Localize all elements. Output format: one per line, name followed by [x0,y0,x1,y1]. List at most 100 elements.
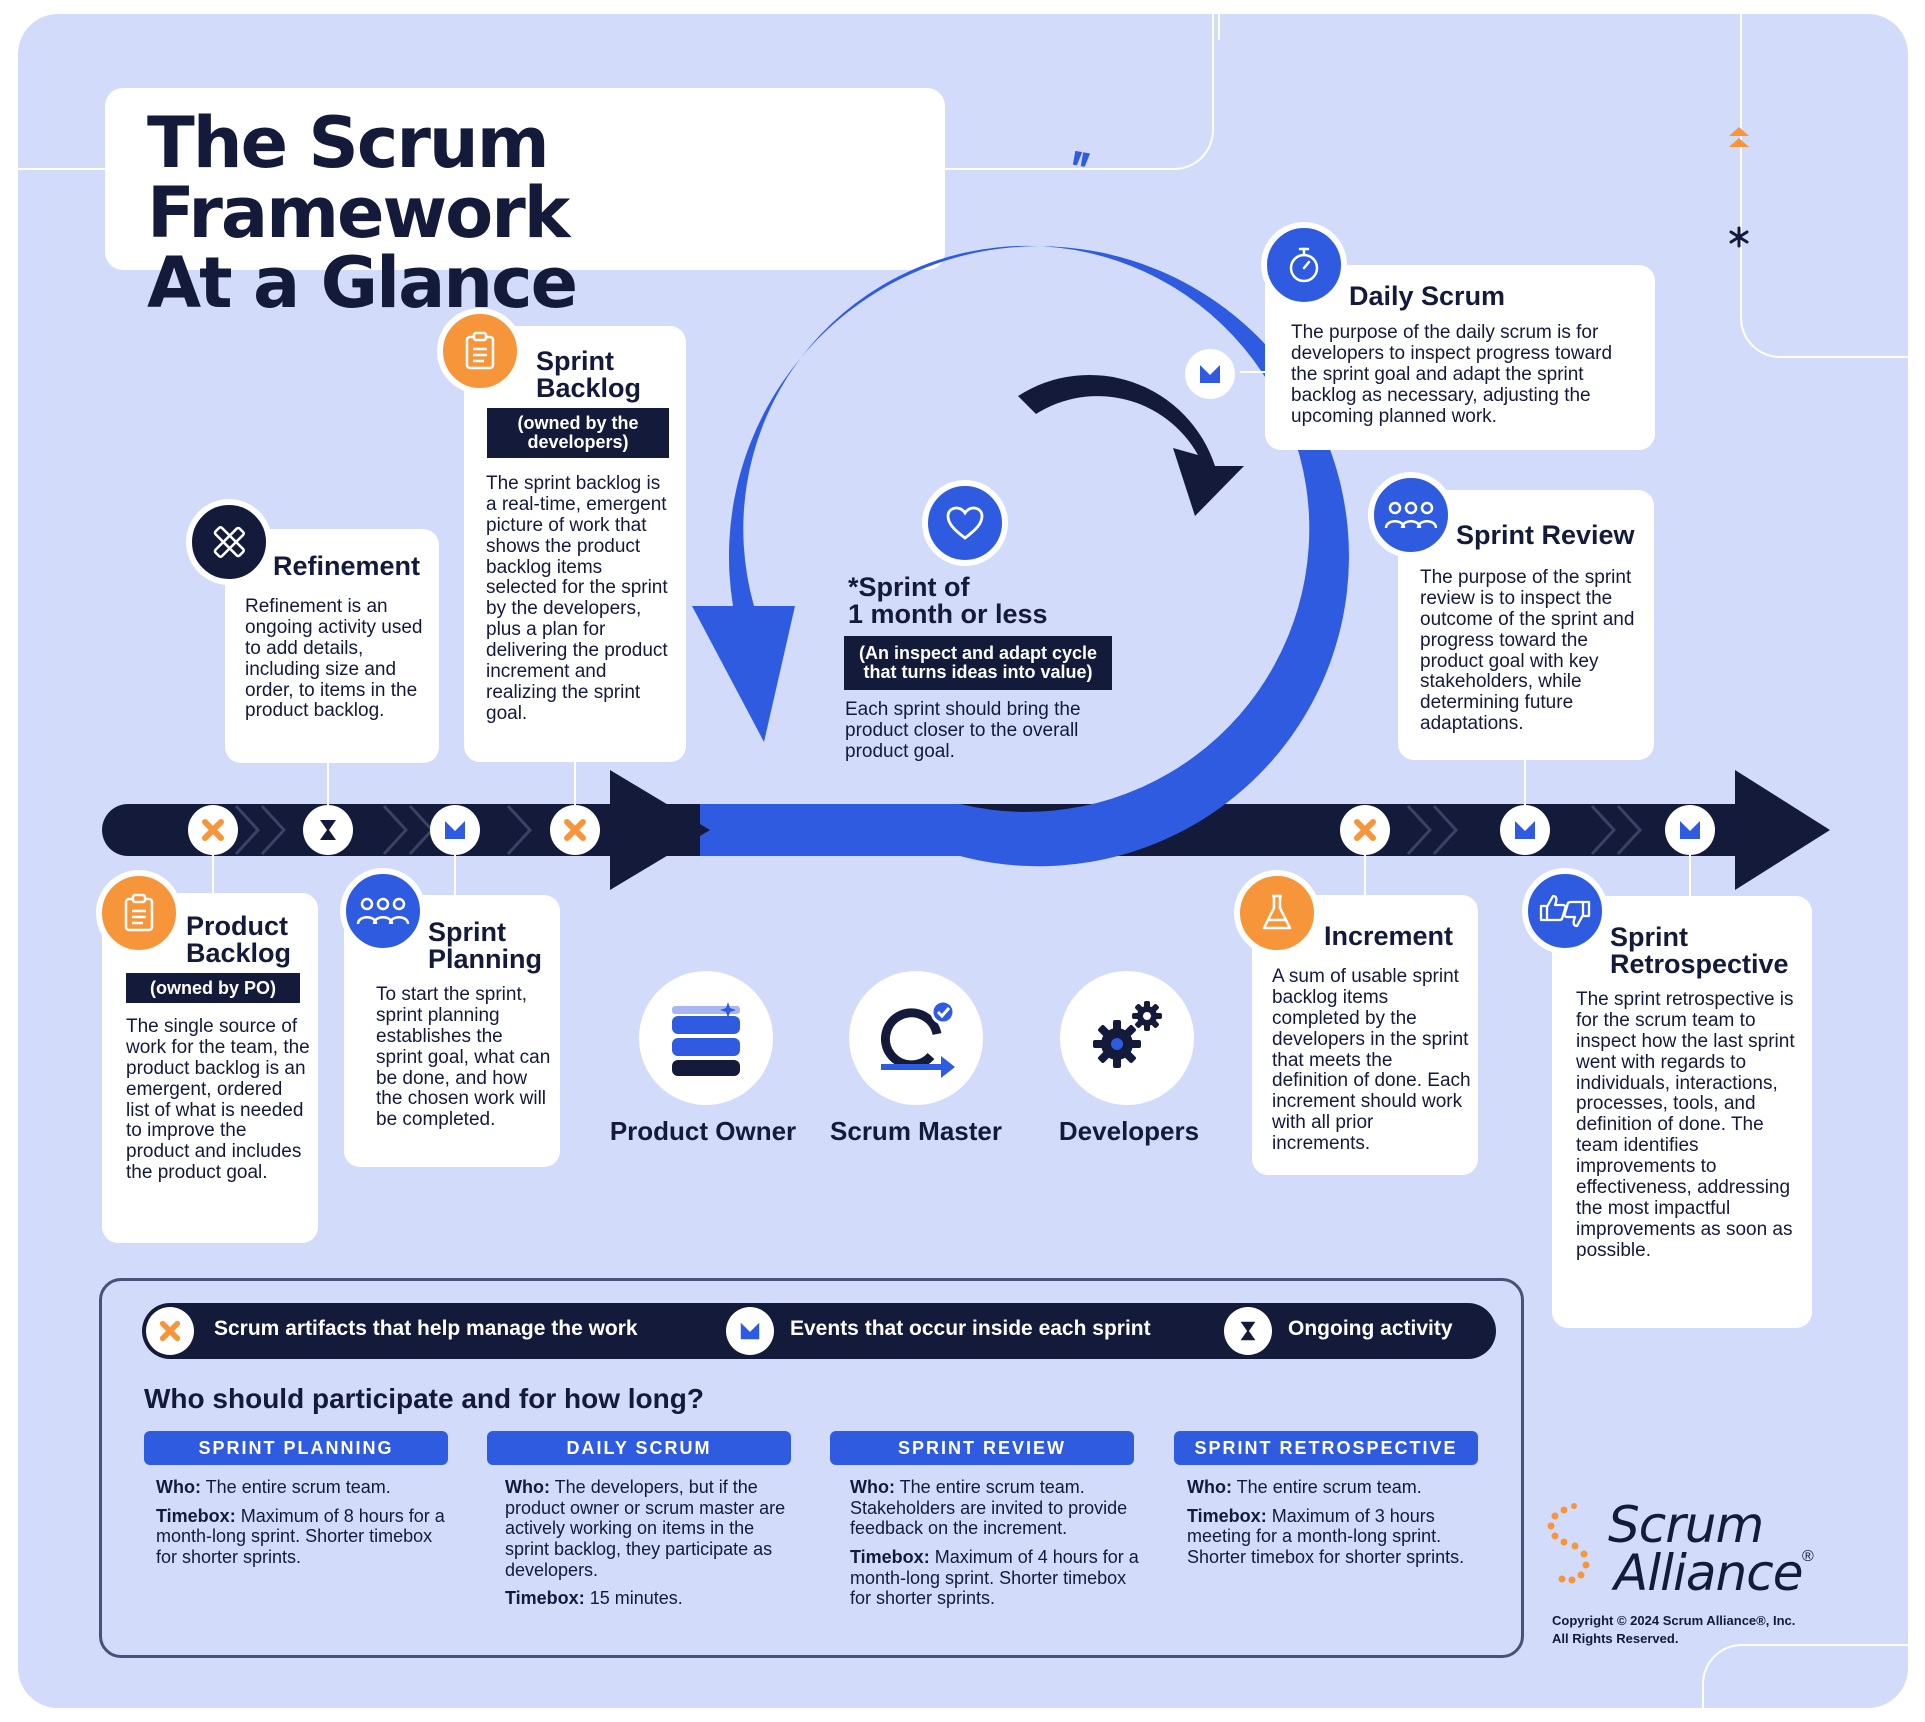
crown-icon [1680,821,1700,839]
product-backlog-card: Product Backlog (owned by PO) The single… [102,893,318,1243]
sprint-review-text: The purpose of the sprint review is to i… [1420,567,1635,735]
sprint-cycle-text: Each sprint should bring the product clo… [845,699,1081,762]
daily-scrum-title: Daily Scrum [1349,281,1506,311]
stack-icon [672,1002,740,1076]
participation-heading: Who should participate and for how long? [144,1383,704,1414]
sprint-retrospective-timebox: Maximum of 3 hours meeting for a month-l… [1187,1505,1465,1568]
page-title: The Scrum Framework At a Glance [147,108,937,318]
col-sprint-retrospective: Who: The entire scrum team. Timebox: Max… [1187,1477,1477,1576]
asterisk-icon [1729,226,1749,248]
product-backlog-icon-circle [96,870,182,956]
sprint-cycle-tag: (An inspect and adapt cycle that turns i… [844,636,1112,690]
product-owner-icon-circle [639,971,773,1105]
sprint-cycle-title-line-1: *Sprint of [848,572,970,602]
pill-sprint-planning: SPRINT PLANNING [144,1431,448,1465]
sprint-retrospective-title-line-2: Retrospective [1610,949,1789,979]
legend-participation-panel: Scrum artifacts that help manage the wor… [99,1278,1524,1658]
legend-artifact-icon-circle [146,1307,194,1355]
sprint-backlog-icon-circle [437,308,523,394]
product-backlog-title-line-2: Backlog [186,938,292,968]
timebox-label: Timebox: [850,1547,930,1568]
title-card: The Scrum Framework At a Glance [105,88,945,318]
clipboard-icon [465,331,495,370]
loop-icon [880,999,956,1078]
copyright-text: Copyright © 2024 Scrum Alliance®, Inc. A… [1552,1612,1795,1647]
sprint-backlog-title-line-1: Sprint [536,346,614,376]
logo-scrum-text: Scrum [1608,1496,1764,1554]
legend-events-text: Events that occur inside each sprint [790,1317,1151,1340]
product-backlog-text: The single source of work for the team, … [126,1016,310,1184]
x-icon [1354,819,1376,841]
sprint-planning-card: Sprint Planning To start the sprint, spr… [344,895,560,1167]
ongoing-marker-refinement [303,805,353,855]
event-marker-sprint-planning [430,805,480,855]
legend-ongoing-icon-circle [1224,1307,1272,1355]
daily-scrum-icon-circle [1261,222,1347,308]
sprint-retrospective-card: Sprint Retrospective The sprint retrospe… [1552,896,1812,1328]
sprint-cycle-title: *Sprint of 1 month or less [848,574,1068,628]
col-sprint-planning: Who: The entire scrum team. Timebox: Max… [156,1477,456,1576]
quote-icon [1072,150,1091,167]
sprint-review-timebox: Maximum of 4 hours for a month-long spri… [850,1547,1139,1609]
artifact-marker-increment [1340,805,1390,855]
sprint-retrospective-title-line-1: Sprint [1610,922,1688,952]
col-daily-scrum: Who: The developers, but if the product … [505,1477,795,1617]
decor-line [1740,14,1908,358]
decor-line [1702,1644,1908,1708]
increment-title: Increment [1324,921,1454,951]
chevrons-up-icon [1729,127,1749,147]
event-marker-sprint-review [1500,805,1550,855]
timebox-label: Timebox: [156,1505,236,1526]
sprint-review-icon-circle [1368,472,1454,558]
group-icon [1384,501,1438,529]
sprint-planning-title-line-2: Planning [428,944,542,974]
title-line-2: At a Glance [147,242,578,324]
col-sprint-review: Who: The entire scrum team. Stakeholders… [850,1477,1140,1617]
hourglass-icon [1240,1321,1256,1341]
crown-icon [740,1322,760,1340]
x-icon [564,819,586,841]
logo-alliance-text: Alliance [1614,1544,1803,1602]
scrum-alliance-logo-mark [1547,1503,1590,1584]
thumbs-icon [1539,894,1591,928]
sprint-review-card: Sprint Review The purpose of the sprint … [1398,490,1654,760]
sprint-retrospective-text: The sprint retrospective is for the scru… [1576,989,1795,1261]
hourglass-icon [320,820,336,840]
who-label: Who: [156,1477,201,1497]
daily-scrum-timebox: 15 minutes. [589,1588,683,1609]
artifact-marker-product-backlog [188,805,238,855]
copyright-line-1: Copyright © 2024 Scrum Alliance®, Inc. [1552,1613,1796,1628]
pill-sprint-review: SPRINT REVIEW [830,1431,1134,1465]
daily-scrum-who: The developers, but if the product owner… [505,1477,786,1580]
developers-icon-circle [1060,971,1194,1105]
who-label: Who: [1187,1477,1232,1497]
gears-icon [1093,1001,1162,1068]
increment-text: A sum of usable sprint backlog items com… [1272,966,1471,1155]
product-backlog-title-line-1: Product [186,911,289,941]
flask-icon [1262,894,1292,930]
event-marker-sprint-retrospective [1665,805,1715,855]
decor-line [1218,14,1758,40]
sprint-backlog-title-line-2: Backlog [536,373,642,403]
product-backlog-owner-tag: (owned by PO) [126,973,300,1003]
sprint-retrospective-who: The entire scrum team. [1236,1477,1422,1497]
sprint-review-title: Sprint Review [1456,520,1635,550]
x-icon [202,819,224,841]
sprint-cycle-icon-circle [922,480,1008,566]
refinement-title: Refinement [273,551,421,581]
x-icon [159,1320,181,1342]
clipboard-icon [124,893,154,932]
crown-icon [445,821,465,839]
sprint-review-who: The entire scrum team. Stakeholders are … [850,1477,1128,1539]
copyright-line-2: All Rights Reserved. [1552,1630,1679,1646]
daily-scrum-text: The purpose of the daily scrum is for de… [1291,322,1613,427]
legend-event-icon-circle [726,1307,774,1355]
title-line-1: The Scrum Framework [147,102,570,254]
legend-artifacts-text: Scrum artifacts that help manage the wor… [214,1317,638,1340]
crown-icon [1200,365,1220,383]
sprint-planning-text: To start the sprint, sprint planning est… [376,984,551,1131]
pill-daily-scrum: DAILY SCRUM [487,1431,791,1465]
timebox-label: Timebox: [505,1588,585,1609]
sprint-planning-who: The entire scrum team. [205,1477,391,1497]
